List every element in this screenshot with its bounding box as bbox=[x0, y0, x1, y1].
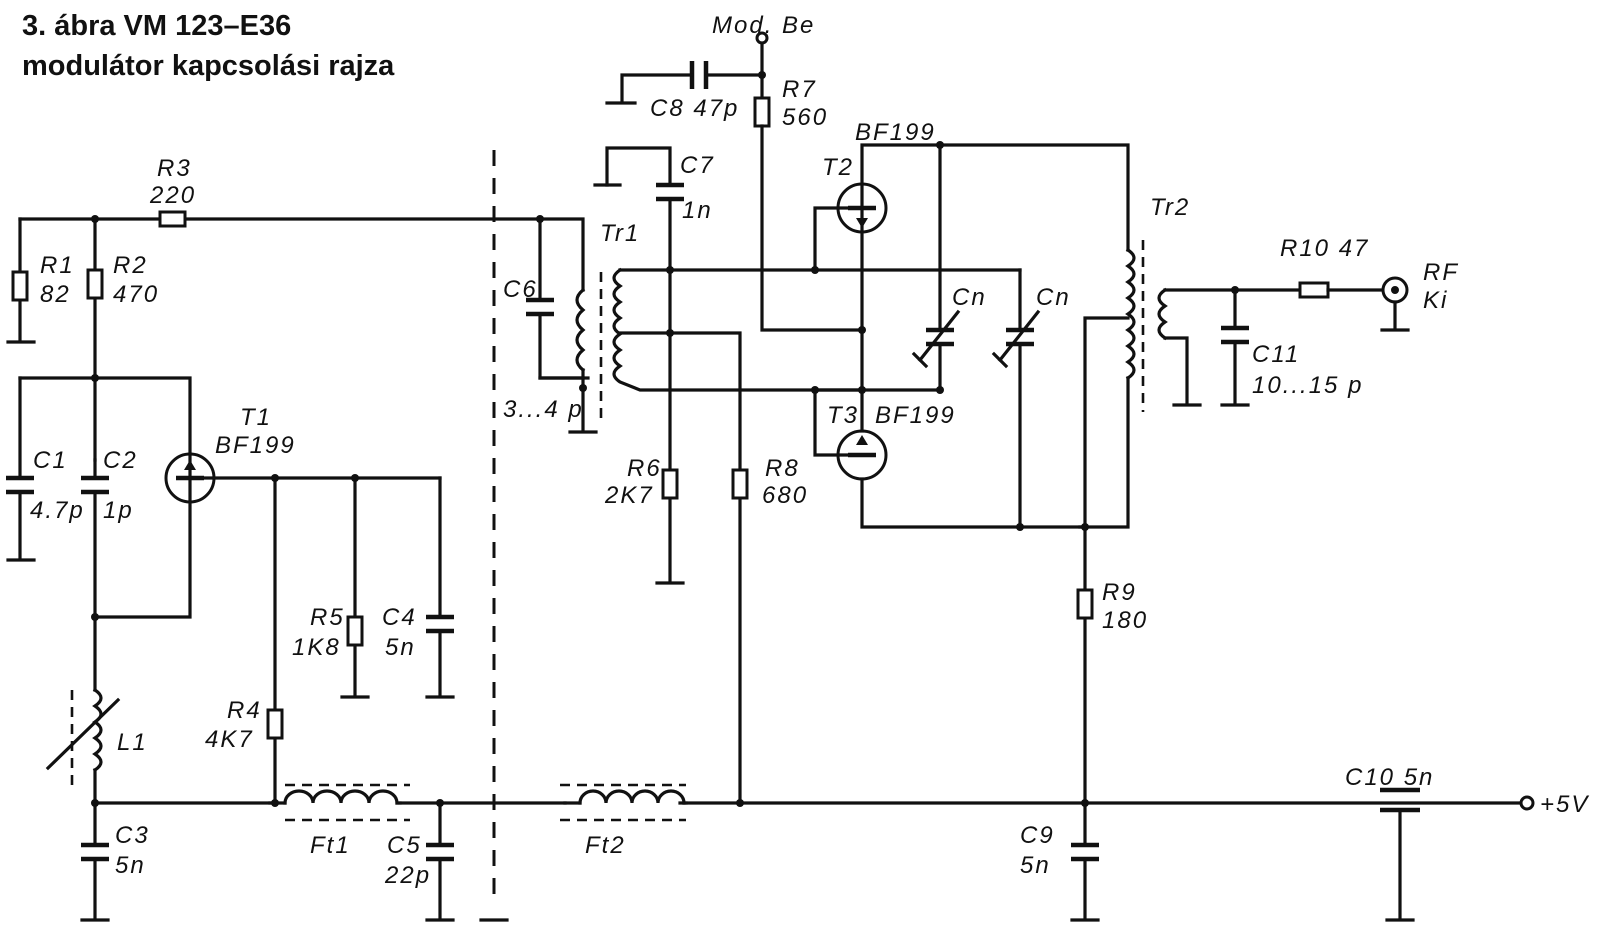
c7-value: 1n bbox=[682, 197, 713, 224]
c5-capacitor bbox=[425, 799, 455, 922]
r3-name: R3 bbox=[157, 155, 192, 182]
c5-name: C5 bbox=[387, 832, 422, 859]
ft2-label: Ft2 bbox=[585, 832, 626, 859]
r4-resistor bbox=[266, 474, 284, 807]
c3-capacitor bbox=[80, 799, 110, 922]
c2-capacitor bbox=[81, 458, 109, 619]
r2-name: R2 bbox=[113, 252, 148, 279]
t1-transistor bbox=[91, 452, 442, 621]
r7-name: R7 bbox=[782, 76, 817, 103]
r9-name: R9 bbox=[1102, 579, 1137, 606]
title-line-2: modulátor kapcsolási rajza bbox=[22, 50, 395, 82]
c3-value: 5n bbox=[115, 852, 146, 879]
tr2-label: Tr2 bbox=[1150, 194, 1190, 221]
r2-resistor bbox=[86, 217, 104, 462]
tr1-label: Tr1 bbox=[600, 220, 640, 247]
c4-value: 5n bbox=[385, 634, 416, 661]
t3-type: BF199 bbox=[875, 402, 956, 429]
l1-inductor bbox=[45, 615, 121, 805]
t1-name: T1 bbox=[240, 404, 272, 431]
ft1-label: Ft1 bbox=[310, 832, 351, 859]
r8-value: 680 bbox=[762, 482, 808, 509]
modulation-input bbox=[605, 31, 864, 332]
c2-name: C2 bbox=[103, 447, 138, 474]
c10-capacitor bbox=[1380, 787, 1420, 922]
t3-name: T3 bbox=[827, 402, 859, 429]
supply-voltage-label: +5V bbox=[1540, 791, 1589, 818]
r3-value: 220 bbox=[149, 182, 196, 209]
r10-resistor bbox=[1298, 281, 1330, 299]
title-line-1: 3. ábra VM 123–E36 bbox=[22, 10, 292, 42]
c2-value: 1p bbox=[103, 497, 134, 524]
t1-type: BF199 bbox=[215, 432, 296, 459]
supply-terminal bbox=[1519, 795, 1535, 811]
r5-value: 1K8 bbox=[292, 634, 341, 661]
c11-value: 10...15 p bbox=[1252, 372, 1363, 399]
r7-resistor bbox=[753, 96, 771, 128]
r9-value: 180 bbox=[1102, 607, 1148, 634]
t2-name: T2 bbox=[822, 154, 854, 181]
ft2-choke bbox=[560, 783, 688, 822]
r2-value: 470 bbox=[113, 281, 159, 308]
c4-name: C4 bbox=[382, 604, 417, 631]
labels: Mod. Be C8 47p R7 560 C7 1n BF199 T2 R3 … bbox=[30, 12, 1589, 889]
r1-name: R1 bbox=[40, 252, 75, 279]
r4-value: 4K7 bbox=[205, 726, 254, 753]
supply-rail bbox=[93, 795, 1535, 811]
r6-name: R6 bbox=[627, 455, 662, 482]
t1-collector-node bbox=[18, 374, 192, 460]
r3-resistor bbox=[158, 210, 187, 228]
r8-name: R8 bbox=[765, 455, 800, 482]
ft1-choke bbox=[268, 783, 410, 822]
c1-capacitor bbox=[6, 376, 36, 562]
c7-name: C7 bbox=[680, 152, 715, 179]
t2-transistor bbox=[811, 141, 1130, 392]
ki-label: Ki bbox=[1423, 287, 1448, 314]
r1-value: 82 bbox=[40, 281, 71, 308]
c3-name: C3 bbox=[115, 822, 150, 849]
cn-trimmer-b bbox=[991, 268, 1041, 531]
cn-trimmer-a bbox=[911, 143, 961, 394]
r4-name: R4 bbox=[227, 697, 262, 724]
r1-resistor bbox=[6, 217, 36, 344]
rf-label: RF bbox=[1423, 259, 1459, 286]
c1-value: 4.7p bbox=[30, 497, 85, 524]
c11-capacitor bbox=[1220, 286, 1250, 407]
c9-name: C9 bbox=[1020, 822, 1055, 849]
cn-b-label: Cn bbox=[1036, 284, 1071, 311]
c10-label: C10 5n bbox=[1345, 764, 1434, 791]
c5-value: 22p bbox=[384, 862, 431, 889]
r3-wire bbox=[18, 210, 544, 228]
l1-label: L1 bbox=[117, 729, 148, 756]
c7-capacitor bbox=[593, 146, 684, 472]
c1-name: C1 bbox=[33, 447, 68, 474]
c11-name: C11 bbox=[1252, 341, 1300, 368]
c8-label: C8 47p bbox=[650, 95, 739, 122]
r9-resistor bbox=[1076, 588, 1094, 807]
t3-transistor bbox=[811, 386, 1082, 529]
c9-value: 5n bbox=[1020, 852, 1051, 879]
r7-value: 560 bbox=[782, 104, 828, 131]
rf-output bbox=[1298, 276, 1410, 332]
r6-resistor bbox=[655, 468, 685, 585]
r8-resistor bbox=[731, 468, 749, 807]
r10-label: R10 47 bbox=[1280, 235, 1369, 262]
figure-title: 3. ábra VM 123–E36 modulátor kapcsolási … bbox=[22, 6, 394, 86]
r5-resistor bbox=[340, 474, 370, 699]
r6-value: 2K7 bbox=[604, 482, 654, 509]
cn-a-label: Cn bbox=[952, 284, 987, 311]
tr2-transformer bbox=[1078, 240, 1302, 592]
c9-capacitor bbox=[1070, 801, 1100, 922]
t2-type: BF199 bbox=[855, 119, 936, 146]
tr1-transformer bbox=[526, 217, 1022, 472]
c4-capacitor bbox=[425, 476, 455, 699]
c6-range: 3...4 p bbox=[503, 396, 584, 423]
c6-label: C6 bbox=[503, 276, 538, 303]
r5-name: R5 bbox=[310, 604, 345, 631]
mod-be-label: Mod. Be bbox=[712, 12, 815, 39]
